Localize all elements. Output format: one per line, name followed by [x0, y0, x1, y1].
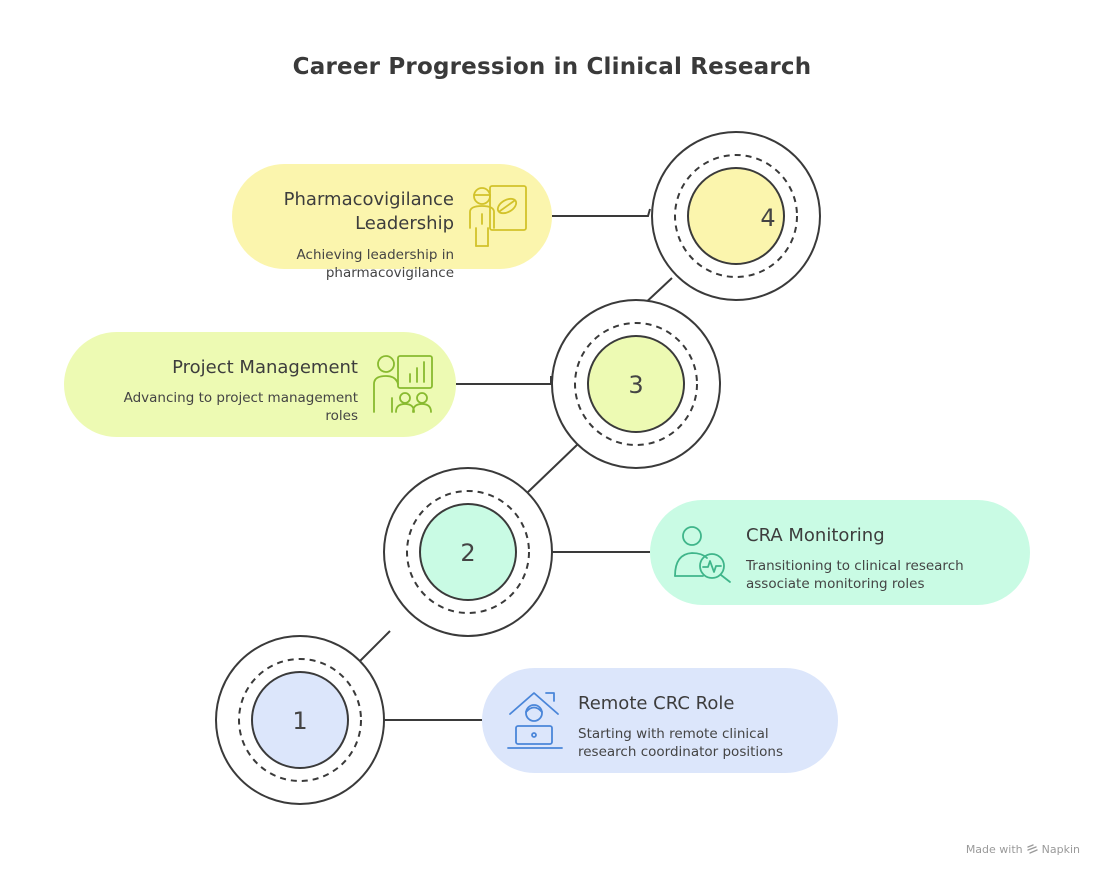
presenter-pill-board-icon: [469, 185, 527, 247]
step-circle-3: 3: [551, 299, 721, 469]
label-pills: [64, 164, 1030, 773]
person-monitoring-chart-icon: [674, 526, 731, 583]
step-description-3-line-2: roles: [325, 408, 358, 424]
step-description-1-line-2: research coordinator positions: [578, 744, 783, 760]
step-description-2: Transitioning to clinical research assoc…: [746, 557, 964, 593]
step-description-4-line-2: pharmacovigilance: [325, 265, 454, 281]
step-description-4-line-1: Achieving leadership in: [296, 247, 454, 263]
credit-prefix: Made with: [965, 843, 1023, 856]
step-description-1: Starting with remote clinical research c…: [578, 725, 783, 761]
step-circle-2: 2: [383, 467, 553, 637]
step-title-1: Remote CRC Role: [578, 693, 735, 714]
connector-1-2: [358, 630, 391, 663]
step-label-2: CRA Monitoring Transitioning to clinical…: [746, 524, 964, 593]
step-description-1-line-1: Starting with remote clinical: [578, 726, 769, 742]
pill-step-2: [650, 500, 1030, 605]
connector-2-3: [527, 443, 579, 493]
step-label-1: Remote CRC Role Starting with remote cli…: [578, 692, 783, 761]
step-title-4-line-2: Leadership: [355, 213, 454, 234]
label-connectors: [384, 208, 651, 721]
step-circle-1: 1: [215, 635, 385, 805]
step-number-1: 1: [292, 707, 307, 735]
step-title-4: Pharmacovigilance Leadership: [250, 188, 454, 236]
step-number-3: 3: [628, 371, 643, 399]
step-number-2: 2: [460, 539, 475, 567]
step-description-2-line-1: Transitioning to clinical research: [746, 558, 964, 574]
step-title-3: Project Management: [172, 357, 358, 378]
step-number-4: 4: [760, 204, 775, 232]
step-title-4-line-1: Pharmacovigilance: [283, 189, 454, 210]
step-title-2: CRA Monitoring: [746, 525, 885, 546]
step-label-3: Project Management Advancing to project …: [80, 356, 358, 425]
napkin-logo-icon: [1026, 844, 1038, 854]
page-title: Career Progression in Clinical Research: [292, 54, 812, 80]
pill-step-3: [64, 332, 456, 437]
home-office-laptop-icon: [507, 692, 563, 749]
presenter-team-chart-icon: [373, 355, 433, 413]
step-label-4: Pharmacovigilance Leadership Achieving l…: [250, 188, 454, 282]
step-description-3: Advancing to project management roles: [80, 389, 358, 425]
step-circle-4: 4: [651, 131, 821, 301]
pill-step-1: [482, 668, 838, 773]
step-description-3-line-1: Advancing to project management: [123, 390, 358, 406]
step-description-2-line-2: associate monitoring roles: [746, 576, 925, 592]
credit-brand: Napkin: [1041, 843, 1080, 856]
pill-step-4: [232, 164, 552, 269]
step-description-4: Achieving leadership in pharmacovigilanc…: [250, 246, 454, 282]
napkin-credit: Made with Napkin: [966, 843, 1080, 856]
